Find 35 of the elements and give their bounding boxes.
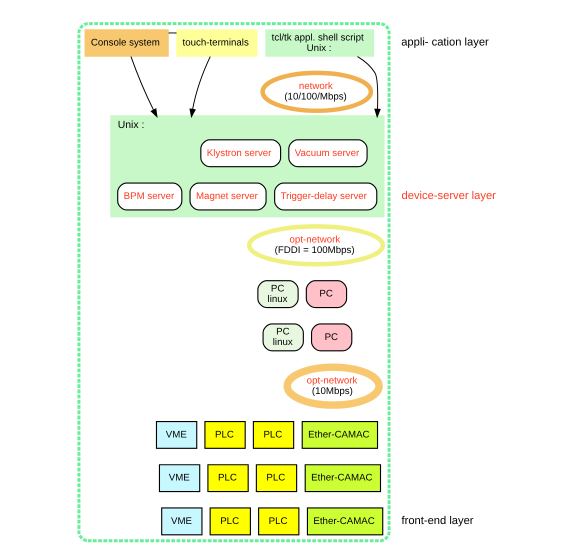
node-box: PLC — [258, 507, 300, 536]
node-box: VME — [161, 507, 203, 536]
node-box: PLC — [256, 464, 298, 492]
label: device-server layer — [402, 190, 496, 202]
node-box: PC linux — [257, 280, 299, 308]
node-box: PC — [310, 323, 352, 352]
node-box: Vacuum server — [288, 139, 368, 168]
arrow — [189, 56, 211, 118]
node-box: Klystron server — [200, 139, 282, 168]
cluster — [77, 22, 391, 542]
label: front-end layer — [402, 515, 474, 528]
node-box: VME — [158, 464, 200, 492]
node-box: Ether-CAMAC — [302, 420, 378, 449]
node-ellipse: network (10/100/Mbps) — [260, 70, 374, 113]
node-box: tcl/tk appl. shell script Unix : — [265, 29, 374, 57]
node-box: BPM server — [117, 182, 182, 210]
node-ellipse: opt-network (FDDI = 100Mbps) — [246, 224, 386, 266]
node-box: VME — [156, 420, 198, 449]
node-box: PLC — [204, 420, 246, 449]
arrow — [357, 56, 381, 118]
node-box: Console system — [84, 29, 169, 57]
node-ellipse: opt-network (10Mbps) — [284, 363, 383, 409]
node-box: Ether-CAMAC — [306, 507, 384, 536]
node-box: PLC — [210, 507, 251, 536]
arrow — [130, 56, 158, 118]
node-box: PLC — [207, 464, 249, 492]
connector — [168, 32, 177, 34]
node-box: Ether-CAMAC — [304, 464, 382, 492]
node-box: PC — [306, 280, 348, 308]
label: appli- cation layer — [401, 36, 489, 49]
node-box: Magnet server — [189, 182, 267, 210]
node-box: Trigger-delay server — [274, 182, 378, 210]
node-box: PLC — [252, 420, 294, 449]
node-box: touch-terminals — [176, 29, 258, 57]
node-box: PC linux — [262, 323, 304, 352]
